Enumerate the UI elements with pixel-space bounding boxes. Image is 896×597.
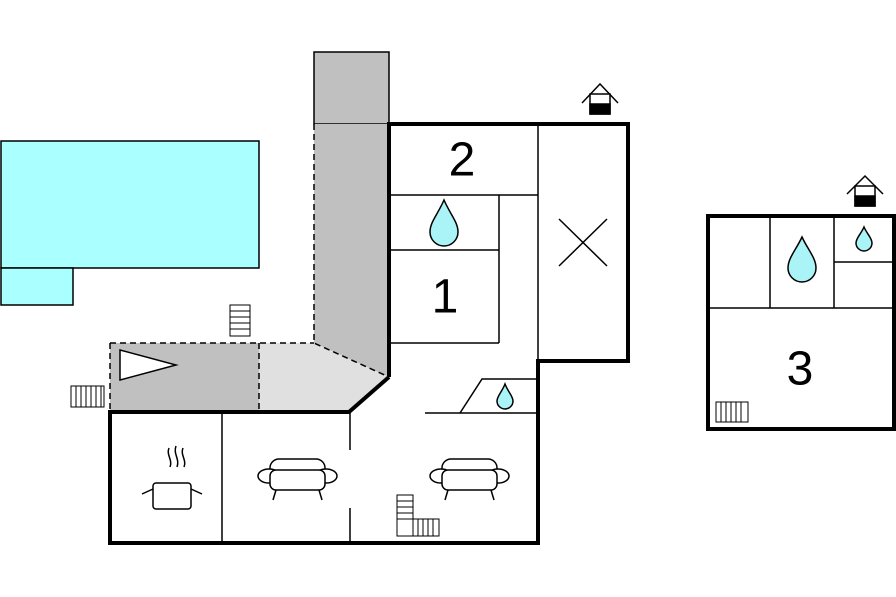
stairs-icon <box>396 494 440 537</box>
cooking-pot-icon <box>141 445 203 510</box>
room-label-2: 2 <box>449 134 476 187</box>
radiator-icon <box>715 401 749 423</box>
sofa-icon <box>257 458 338 501</box>
shower-drop-icon <box>429 198 459 247</box>
house-entrance-icon <box>581 82 619 115</box>
room-label-3: 3 <box>787 343 814 396</box>
radiator-icon <box>70 385 105 408</box>
shower-drop-icon <box>855 225 873 252</box>
shower-drop-icon <box>496 381 514 410</box>
pool <box>0 140 260 306</box>
terrace <box>109 51 390 412</box>
stairs-icon <box>229 304 251 337</box>
sofa-icon <box>429 458 510 501</box>
bed-cross-icon <box>558 218 608 267</box>
triangle-marker-icon <box>119 349 179 381</box>
house-entrance-icon <box>846 174 884 207</box>
walls <box>108 122 630 545</box>
shower-drop-icon <box>787 235 817 283</box>
room-label-1: 1 <box>432 271 459 324</box>
annex <box>706 214 896 431</box>
